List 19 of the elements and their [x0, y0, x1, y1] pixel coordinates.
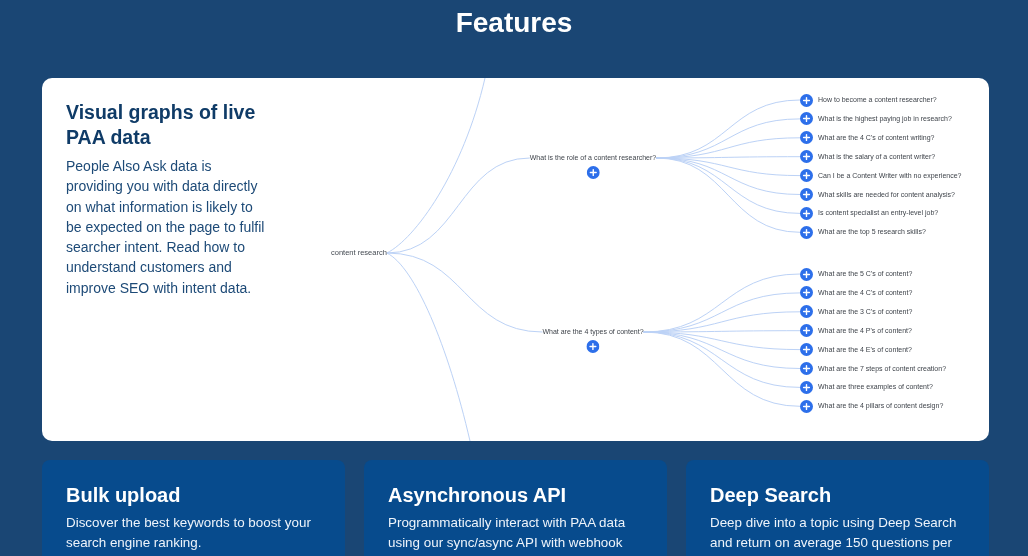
feature-card [686, 460, 989, 556]
connector-line [386, 252, 543, 333]
connector-line [655, 157, 801, 233]
card-description: Programmatically interact with PAA data using our sync/async API with webhook [388, 514, 627, 552]
feature-card [42, 460, 345, 556]
card-description: People Also Ask data is providing you with data directly on what information is likely to be expected on the page to fulfil searcher intent. Read how to understand customers and improve SEO with intent data. [66, 157, 266, 298]
page-title: Features [455, 6, 573, 40]
connector-line [386, 252, 471, 442]
connector-line [643, 331, 801, 407]
feature-card [42, 78, 989, 441]
feature-card [364, 460, 667, 556]
connector-line [386, 77, 486, 254]
card-description: Discover the best keywords to boost your search engine ranking. [66, 514, 312, 552]
card-description: Deep dive into a topic using Deep Search and return on average 150 questions per [710, 514, 958, 552]
card-heading: Visual graphs of live PAA data [66, 100, 257, 150]
card-heading: Bulk upload [66, 483, 181, 508]
card-heading: Asynchronous API [388, 483, 567, 508]
connector-line [643, 331, 801, 388]
card-heading: Deep Search [710, 483, 832, 508]
